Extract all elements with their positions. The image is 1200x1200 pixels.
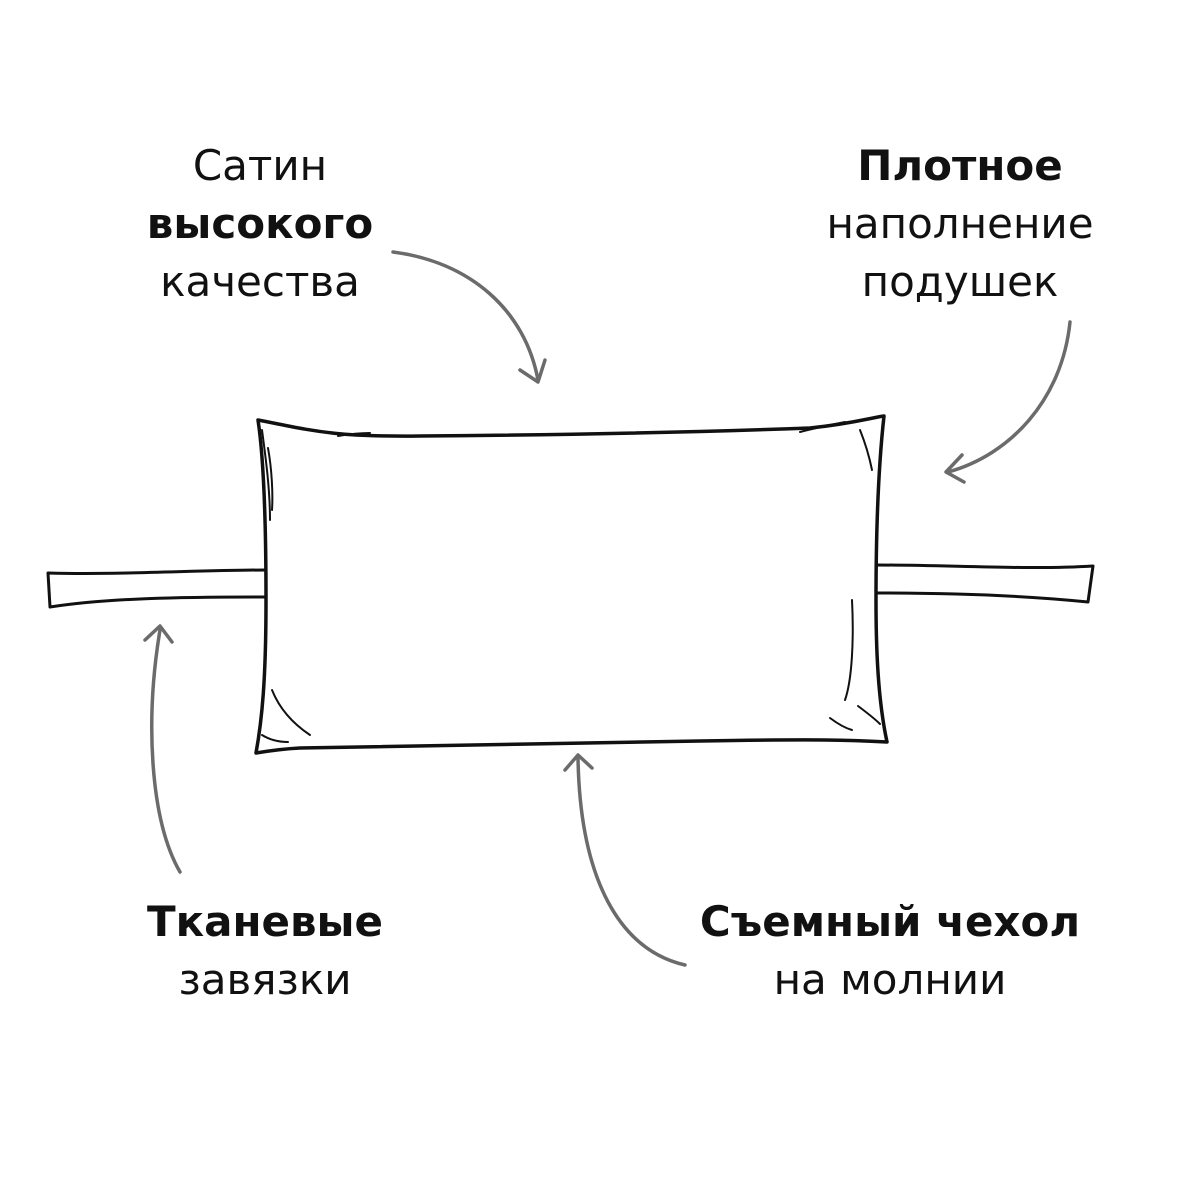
arrow-cover xyxy=(565,755,685,965)
left-tie xyxy=(48,570,266,607)
pillow-outline xyxy=(256,416,887,753)
callout-cover-line1: Съемный чехол xyxy=(680,893,1100,951)
callout-satin-line2: высокого xyxy=(110,195,410,253)
callout-filling-line2: наполнение xyxy=(790,195,1130,253)
callout-ties: Тканевые завязки xyxy=(110,893,420,1009)
callout-satin-line3: качества xyxy=(110,253,410,311)
right-tie xyxy=(876,565,1093,602)
callout-filling-line3: подушек xyxy=(790,253,1130,311)
callout-ties-line2: завязки xyxy=(110,951,420,1009)
callout-filling: Плотное наполнение подушек xyxy=(790,137,1130,311)
callout-satin: Сатин высокого качества xyxy=(110,137,410,311)
arrow-satin xyxy=(393,252,545,382)
callout-satin-line1: Сатин xyxy=(110,137,410,195)
callout-cover-line2: на молнии xyxy=(680,951,1100,1009)
arrow-ties xyxy=(145,626,180,872)
callout-cover: Съемный чехол на молнии xyxy=(680,893,1100,1009)
callout-filling-line1: Плотное xyxy=(790,137,1130,195)
arrow-filling xyxy=(946,322,1070,482)
callout-ties-line1: Тканевые xyxy=(110,893,420,951)
